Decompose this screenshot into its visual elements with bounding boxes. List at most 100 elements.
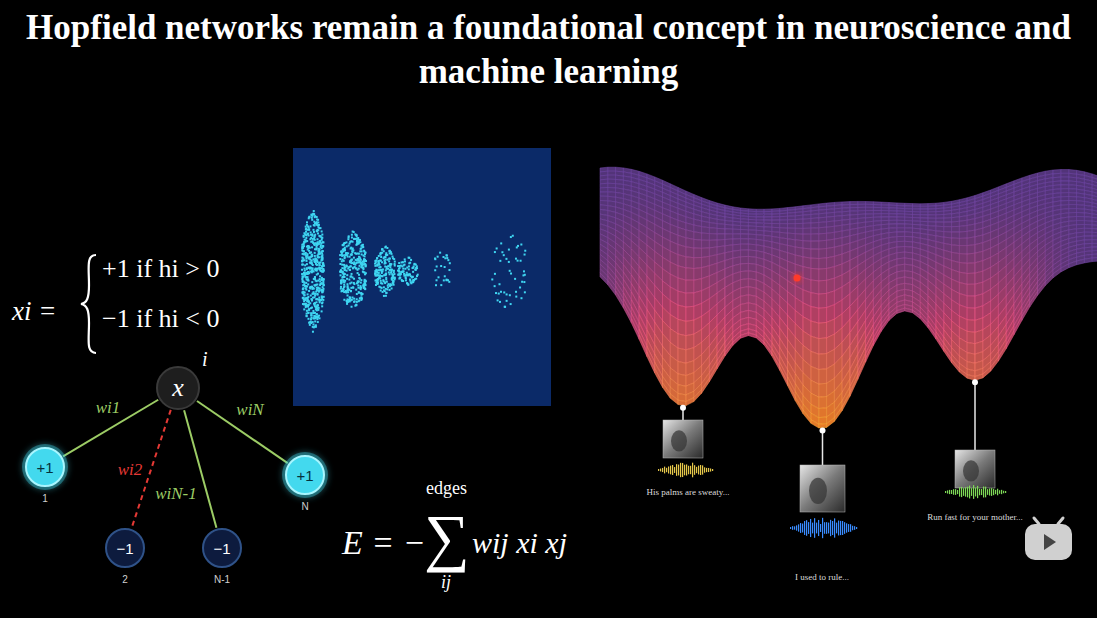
spectrogram-dot xyxy=(360,247,362,249)
surface-cell xyxy=(952,221,960,226)
spectrogram-dot xyxy=(318,250,320,252)
spectrogram-dot xyxy=(355,262,357,264)
spectrogram-dot xyxy=(523,281,525,283)
spectrogram-dot xyxy=(347,252,349,254)
spectrogram-dot xyxy=(323,278,325,280)
surface-cell xyxy=(1061,177,1069,181)
surface-cell xyxy=(952,238,960,246)
spectrogram-dot xyxy=(349,297,351,299)
spectrogram-dot xyxy=(342,250,344,252)
spectrogram-dot xyxy=(398,268,400,270)
surface-cell xyxy=(764,220,772,224)
spectrogram-dot xyxy=(344,280,346,282)
spectrogram-dot xyxy=(321,230,323,232)
surface-cell xyxy=(920,204,928,207)
spectrogram-dot xyxy=(521,281,523,283)
spectrogram-dot xyxy=(377,269,379,271)
surface-cell xyxy=(702,240,710,248)
spectrogram-dot xyxy=(301,247,303,249)
spectrogram-dot xyxy=(364,280,366,282)
spectrogram-dot xyxy=(317,321,319,323)
surface-cell xyxy=(959,238,967,246)
surface-cell xyxy=(741,222,749,226)
spectrogram-dot xyxy=(314,225,316,227)
spectrogram-dot xyxy=(437,256,439,258)
spectrogram-dot xyxy=(376,265,378,267)
spectrogram-dot xyxy=(316,243,318,245)
spectrogram-dot xyxy=(385,273,387,275)
spectrogram-dot xyxy=(311,217,313,219)
spectrogram-dot xyxy=(498,283,500,285)
spectrogram-dot xyxy=(377,278,379,280)
spectrogram-dot xyxy=(392,276,394,278)
spectrogram-dot xyxy=(339,254,341,256)
spectrogram-dot xyxy=(303,253,305,255)
spectrogram-dot xyxy=(343,273,345,275)
spectrogram-dot xyxy=(314,285,316,287)
surface-cell xyxy=(819,240,827,249)
surface-cell xyxy=(1061,185,1069,189)
spectrogram-dot xyxy=(524,250,526,252)
surface-cell xyxy=(600,179,608,184)
spectrogram-dot xyxy=(504,306,506,308)
spectrogram-dot xyxy=(323,284,325,286)
spectrogram-dot xyxy=(318,264,320,266)
spectrogram-dot xyxy=(385,272,387,274)
spectrogram-dot xyxy=(348,266,350,268)
spectrogram-dot xyxy=(311,269,313,271)
surface-cell xyxy=(920,212,928,215)
spectrogram-dot xyxy=(376,281,378,283)
surface-cell xyxy=(741,250,749,257)
spectrogram-dot xyxy=(314,258,316,260)
spectrogram-dot xyxy=(412,281,414,283)
spectrogram-dot xyxy=(364,251,366,253)
spectrogram-dot xyxy=(524,274,526,276)
spectrogram-dot xyxy=(310,312,312,314)
spectrogram-dot xyxy=(308,309,310,311)
spectrogram-dot xyxy=(307,318,309,320)
spectrogram-dot xyxy=(509,294,511,296)
spectrogram-dot xyxy=(516,246,518,248)
spectrogram-dot xyxy=(314,295,316,297)
spectrogram-dot xyxy=(306,260,308,262)
spectrogram-dot xyxy=(351,273,353,275)
spectrogram-dot xyxy=(385,292,387,294)
spectrogram-dot xyxy=(321,265,323,267)
spectrogram-dot xyxy=(355,267,357,269)
spectrogram-dot xyxy=(307,280,309,282)
spectrogram-dot xyxy=(411,276,413,278)
spectrogram-dot xyxy=(304,303,306,305)
spectrogram-dot xyxy=(403,273,405,275)
spectrogram-dot xyxy=(341,282,343,284)
spectrogram-dot xyxy=(303,272,305,274)
spectrogram-dot xyxy=(314,315,316,317)
surface-cell xyxy=(741,230,749,235)
spectrogram-dot xyxy=(303,287,305,289)
surface-cell xyxy=(756,214,764,217)
spectrogram-dot xyxy=(312,258,314,260)
spectrogram-dot xyxy=(315,306,317,308)
surface-cell xyxy=(1061,201,1069,206)
spectrogram-dot xyxy=(362,267,364,269)
spectrogram-dot xyxy=(407,283,409,285)
spectrogram-dot xyxy=(340,271,342,273)
spectrogram-dot xyxy=(303,308,305,310)
spectrogram-dot xyxy=(365,280,367,282)
surface-cell xyxy=(694,248,702,258)
spectrogram-dot xyxy=(443,279,445,281)
spectrogram-dot xyxy=(351,299,353,301)
spectrogram-dot xyxy=(303,250,305,252)
spectrogram-dot xyxy=(305,228,307,230)
spectrogram-dot xyxy=(440,265,442,267)
spectrogram-dot xyxy=(375,269,377,271)
spectrogram-dot xyxy=(434,257,436,259)
spectrogram-dot xyxy=(358,277,360,279)
spectrogram-dot xyxy=(374,280,376,282)
surface-cell xyxy=(780,220,788,224)
spectrogram-dot xyxy=(379,269,381,271)
spectrogram-dot xyxy=(309,238,311,240)
spectrogram-dot xyxy=(520,243,522,245)
spectrogram-dot xyxy=(305,240,307,242)
spectrogram-dot xyxy=(374,273,376,275)
surface-cell xyxy=(764,223,772,227)
